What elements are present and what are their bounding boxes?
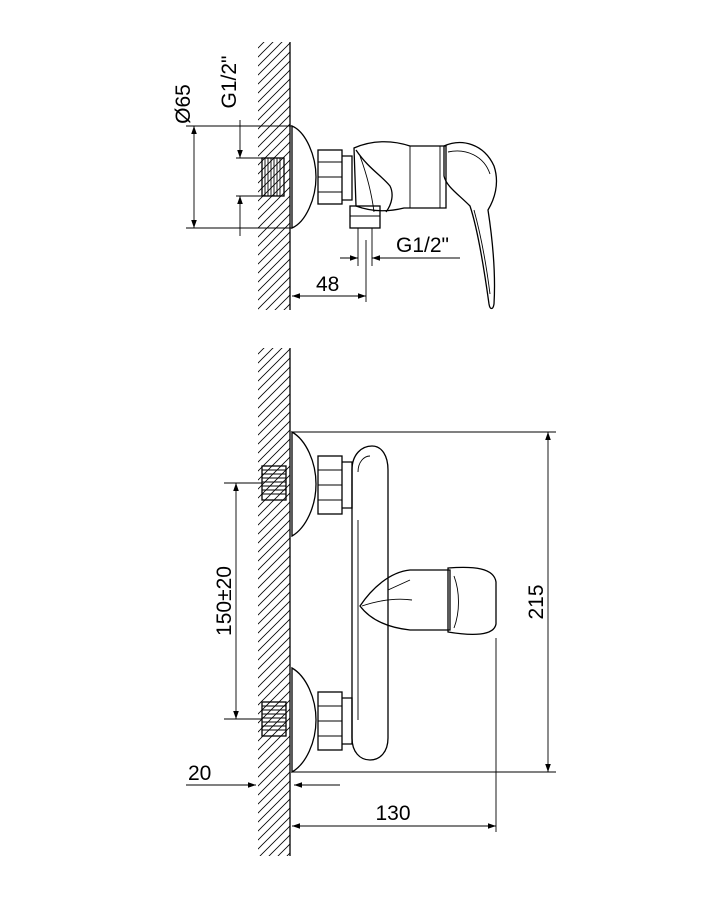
- inlet-thread-label: G1/2": [218, 56, 241, 109]
- front-view: 150±20 215 20 130: [186, 348, 556, 856]
- hex-nut-top: [317, 149, 343, 205]
- lower-hex-nut: [317, 691, 353, 751]
- outlet-stub-top: [349, 205, 381, 240]
- wall-offset-dimension: 20: [186, 762, 340, 788]
- mixer-body-front: [351, 445, 389, 761]
- upper-hex-nut: [317, 455, 353, 515]
- mixer-body-top: [353, 141, 447, 213]
- height-label: 215: [525, 584, 548, 619]
- wall-offset-label: 20: [188, 762, 211, 785]
- lower-escutcheon: [291, 666, 317, 774]
- wall-hatch-front: [258, 348, 290, 856]
- center-distance-label: 150±20: [213, 566, 236, 636]
- lower-inlet-thread: [261, 701, 287, 737]
- center-distance-dimension: 150±20: [213, 482, 262, 720]
- upper-escutcheon: [291, 430, 317, 538]
- outlet-thread-label: G1/2": [396, 234, 449, 257]
- inlet-thread-dimension: G1/2": [218, 56, 262, 236]
- upper-inlet-thread: [261, 465, 287, 501]
- lever-handle-top: [443, 142, 498, 310]
- escutcheon-top: [291, 125, 317, 229]
- projection-label: 130: [375, 802, 410, 825]
- inlet-thread-top: [261, 157, 285, 197]
- side-view: Ø65 G1/2" G1/2" 48: [172, 42, 498, 310]
- depth-dimension: 48: [292, 240, 367, 302]
- depth-label: 48: [316, 273, 339, 296]
- diameter-label: Ø65: [172, 84, 195, 124]
- height-dimension: 215: [292, 431, 556, 773]
- outlet-thread-dimension: G1/2": [340, 234, 460, 266]
- lever-front: [359, 566, 497, 636]
- diameter-dimension: Ø65: [172, 84, 292, 229]
- projection-dimension: 130: [292, 638, 497, 832]
